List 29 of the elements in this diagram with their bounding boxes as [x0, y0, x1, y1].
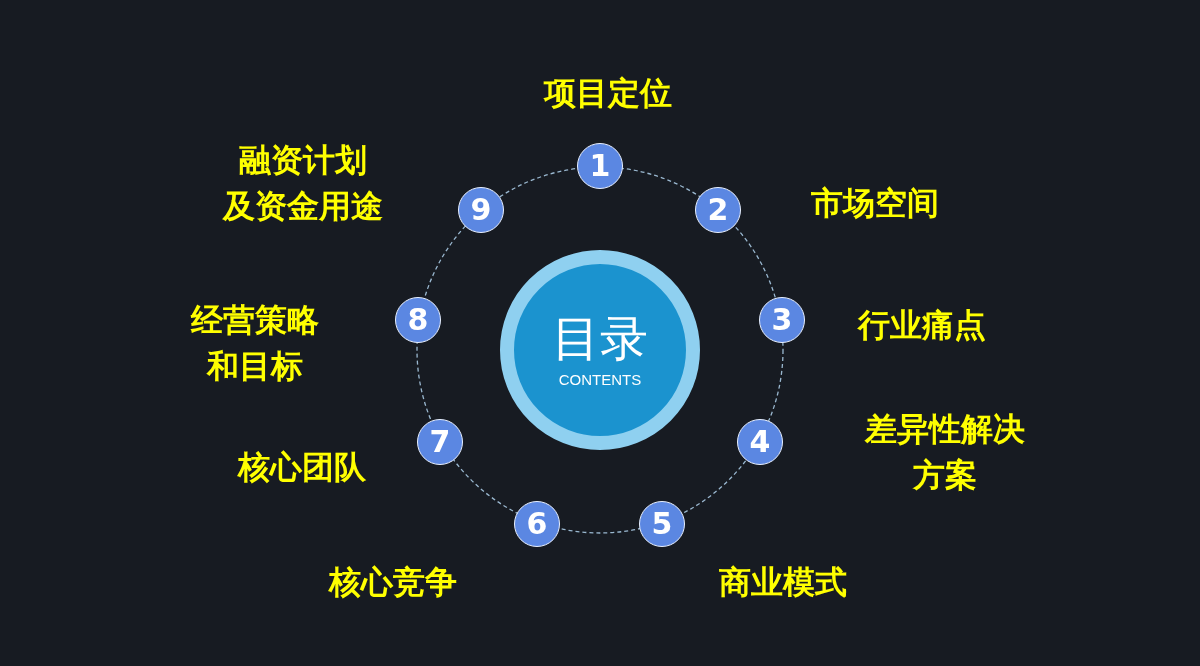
section-title: 市场空间: [811, 183, 939, 224]
number-circle: [759, 297, 805, 343]
section-title: 行业痛点: [858, 305, 986, 346]
section-title: 经营策略和目标: [191, 300, 319, 387]
number-circle: [695, 187, 741, 233]
number-text: 3: [771, 305, 793, 335]
title-text: 目录: [552, 312, 648, 365]
number-circle: [737, 419, 783, 465]
number-text: 1: [589, 151, 611, 181]
number-text: 2: [707, 195, 729, 225]
section-title: 融资计划及资金用途: [223, 140, 383, 227]
section-title: 项目定位: [544, 73, 672, 114]
number-text: 5: [651, 509, 673, 539]
number-circle: [417, 419, 463, 465]
number-text: 7: [429, 427, 451, 457]
number-circle: [395, 297, 441, 343]
number-circle: [577, 143, 623, 189]
section-title: 差异性解决方案: [865, 409, 1025, 496]
subtitle-text: CONTENTS: [558, 370, 642, 388]
number-circle: [639, 501, 685, 547]
number-text: 8: [407, 305, 429, 335]
number-text: 6: [526, 509, 548, 539]
number-circle: [458, 187, 504, 233]
section-title: 核心竞争: [329, 562, 457, 603]
section-title: 核心团队: [238, 447, 366, 488]
number-text: 9: [470, 195, 492, 225]
number-circle: [514, 501, 560, 547]
number-text: 4: [749, 427, 771, 457]
section-title: 商业模式: [719, 562, 847, 603]
